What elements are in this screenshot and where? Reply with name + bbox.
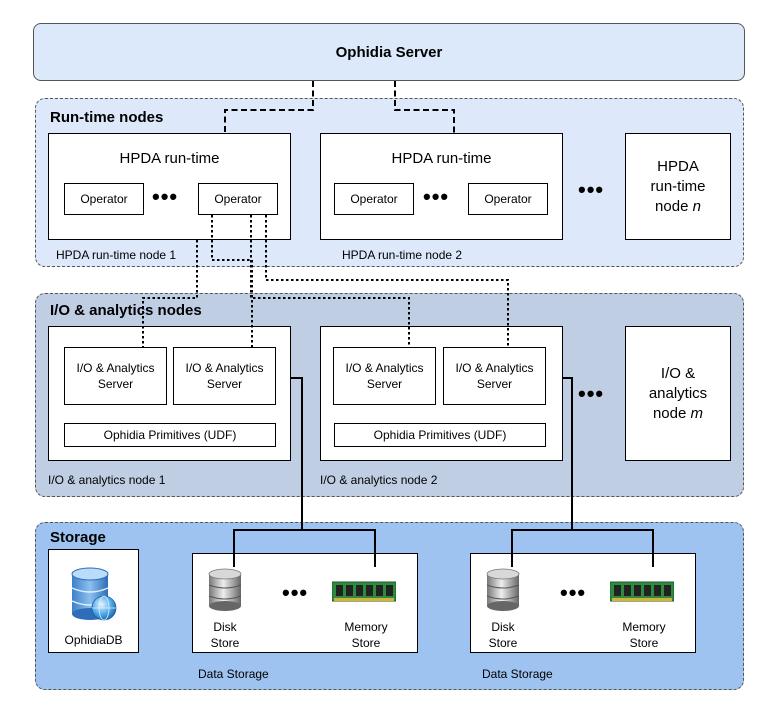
node-var: m: [690, 404, 704, 422]
runtime-node-1-ellipsis: •••: [152, 184, 179, 209]
runtime-node-n-line3: node n: [655, 197, 701, 217]
io-node-1-label: I/O & analytics node 1: [48, 473, 166, 487]
io-nodes-title: I/O & analytics nodes: [50, 302, 202, 319]
data-storage-1-label: Data Storage: [198, 667, 269, 681]
server-label-line2: Server: [366, 377, 403, 391]
io-node-m-line3: node m: [653, 404, 703, 424]
data-storage-2-disk-label: Disk Store: [483, 619, 523, 651]
runtime-node-n-line2: run-time: [650, 177, 706, 195]
ophidiadb-label: OphidiaDB: [64, 633, 123, 647]
data-storage-1-memory-label: Memory Store: [340, 619, 392, 651]
server-label-line1: I/O & Analytics: [185, 361, 264, 375]
io-node-2-server-left: I/O & Analytics Server: [333, 347, 436, 405]
disk-store-icon: [208, 568, 242, 611]
disk-label-line2: Store: [488, 636, 518, 650]
primitives-label: Ophidia Primitives (UDF): [103, 428, 237, 442]
server-label-line2: Server: [476, 377, 513, 391]
runtime-ellipsis: •••: [578, 177, 605, 202]
io-node-m-line2: analytics: [648, 384, 708, 402]
data-storage-1-disk-label: Disk Store: [205, 619, 245, 651]
runtime-node-2-label: HPDA run-time node 2: [342, 248, 463, 262]
disk-label-line2: Store: [210, 636, 240, 650]
runtime-node-1-operator-left: Operator: [64, 183, 144, 215]
runtime-node-1-heading: HPDA run-time: [119, 150, 220, 167]
io-ellipsis: •••: [578, 381, 605, 406]
memory-label-line1: Memory: [622, 620, 666, 634]
operator-label: Operator: [484, 192, 532, 206]
operator-label: Operator: [80, 192, 128, 206]
server-label-line2: Server: [97, 377, 134, 391]
disk-label-line1: Disk: [491, 620, 515, 634]
runtime-node-2-operator-left: Operator: [334, 183, 414, 215]
io-node-1-server-right: I/O & Analytics Server: [173, 347, 276, 405]
io-node-2-label: I/O & analytics node 2: [320, 473, 438, 487]
io-node-1-server-left: I/O & Analytics Server: [64, 347, 167, 405]
ophidiadb-box: [48, 549, 139, 653]
io-node-m: I/O & analytics node m: [625, 326, 731, 461]
primitives-label: Ophidia Primitives (UDF): [373, 428, 507, 442]
storage-title: Storage: [50, 529, 106, 546]
data-storage-2-ellipsis: •••: [560, 580, 587, 605]
runtime-node-2-heading: HPDA run-time: [391, 150, 492, 167]
runtime-nodes-title: Run-time nodes: [50, 109, 164, 126]
runtime-node-n-line1: HPDA: [657, 157, 699, 175]
io-node-1-primitives: Ophidia Primitives (UDF): [64, 423, 276, 447]
data-storage-1-ellipsis: •••: [282, 580, 309, 605]
node-prefix: node: [655, 197, 693, 215]
server-label-line1: I/O & Analytics: [455, 361, 534, 375]
ophidia-server-title: Ophidia Server: [335, 43, 443, 61]
runtime-node-2-ellipsis: •••: [423, 184, 450, 209]
io-node-m-line1: I/O &: [660, 364, 696, 382]
disk-store-icon: [486, 568, 520, 611]
memory-label-line2: Store: [629, 636, 659, 650]
runtime-node-1-label: HPDA run-time node 1: [56, 248, 177, 262]
node-var: n: [692, 197, 701, 215]
memory-store-icon: [332, 581, 396, 602]
data-storage-2-label: Data Storage: [482, 667, 553, 681]
memory-store-icon: [610, 581, 674, 602]
io-node-2-server-right: I/O & Analytics Server: [443, 347, 546, 405]
disk-label-line1: Disk: [213, 620, 237, 634]
data-storage-2-memory-label: Memory Store: [618, 619, 670, 651]
operator-label: Operator: [350, 192, 398, 206]
server-label-line1: I/O & Analytics: [345, 361, 424, 375]
server-label-line2: Server: [206, 377, 243, 391]
ophidia-server-box: Ophidia Server: [33, 23, 745, 81]
node-prefix: node: [652, 404, 691, 422]
runtime-node-n: HPDA run-time node n: [625, 133, 731, 240]
runtime-node-2-operator-right: Operator: [468, 183, 548, 215]
memory-label-line2: Store: [351, 636, 381, 650]
database-globe-icon: [71, 567, 117, 621]
operator-label: Operator: [214, 192, 262, 206]
server-label-line1: I/O & Analytics: [76, 361, 155, 375]
memory-label-line1: Memory: [344, 620, 388, 634]
runtime-node-1-operator-right: Operator: [198, 183, 278, 215]
io-node-2-primitives: Ophidia Primitives (UDF): [334, 423, 546, 447]
